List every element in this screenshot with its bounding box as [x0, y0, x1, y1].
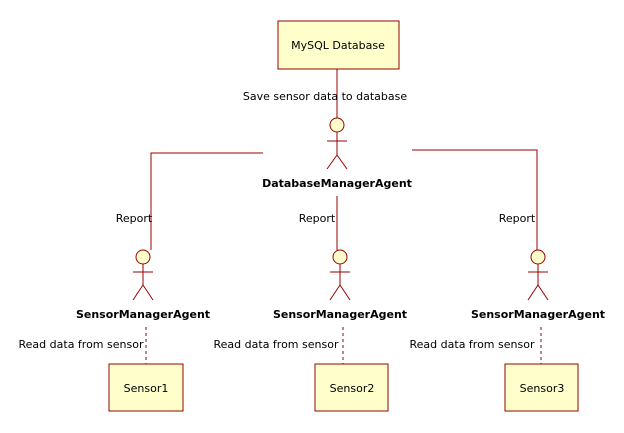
mysql-database-label: MySQL Database: [291, 39, 385, 52]
database-manager-agent-actor-icon[interactable]: [326, 117, 348, 170]
sensor1-node[interactable]: Sensor1: [108, 363, 184, 412]
read-data-label-3: Read data from sensor: [410, 338, 535, 351]
sensor3-node[interactable]: Sensor3: [504, 363, 579, 412]
sensor-manager-agent-3-name: SensorManagerAgent: [471, 308, 605, 321]
report-label-left: Report: [116, 212, 153, 225]
read-data-label-1: Read data from sensor: [19, 338, 144, 351]
sensor2-label: Sensor2: [330, 382, 375, 395]
sensor1-label: Sensor1: [124, 382, 169, 395]
report-label-center: Report: [299, 212, 336, 225]
edge-report-right: [412, 149, 538, 250]
sensor2-node[interactable]: Sensor2: [314, 363, 389, 412]
edge-report-left: [150, 152, 263, 250]
sensor-manager-agent-1-name: SensorManagerAgent: [76, 308, 210, 321]
sensor-manager-agent-3-actor-icon[interactable]: [527, 249, 549, 301]
sensor-manager-agent-2-actor-icon[interactable]: [329, 249, 351, 301]
mysql-database-node[interactable]: MySQL Database: [277, 20, 400, 70]
sensor3-label: Sensor3: [520, 382, 565, 395]
sensor-manager-agent-1-actor-icon[interactable]: [132, 249, 154, 301]
report-label-right: Report: [499, 212, 536, 225]
database-manager-agent-name: DatabaseManagerAgent: [262, 177, 412, 190]
sensor-manager-agent-2-name: SensorManagerAgent: [273, 308, 407, 321]
save-sensor-data-label: Save sensor data to database: [243, 90, 407, 103]
read-data-label-2: Read data from sensor: [214, 338, 339, 351]
